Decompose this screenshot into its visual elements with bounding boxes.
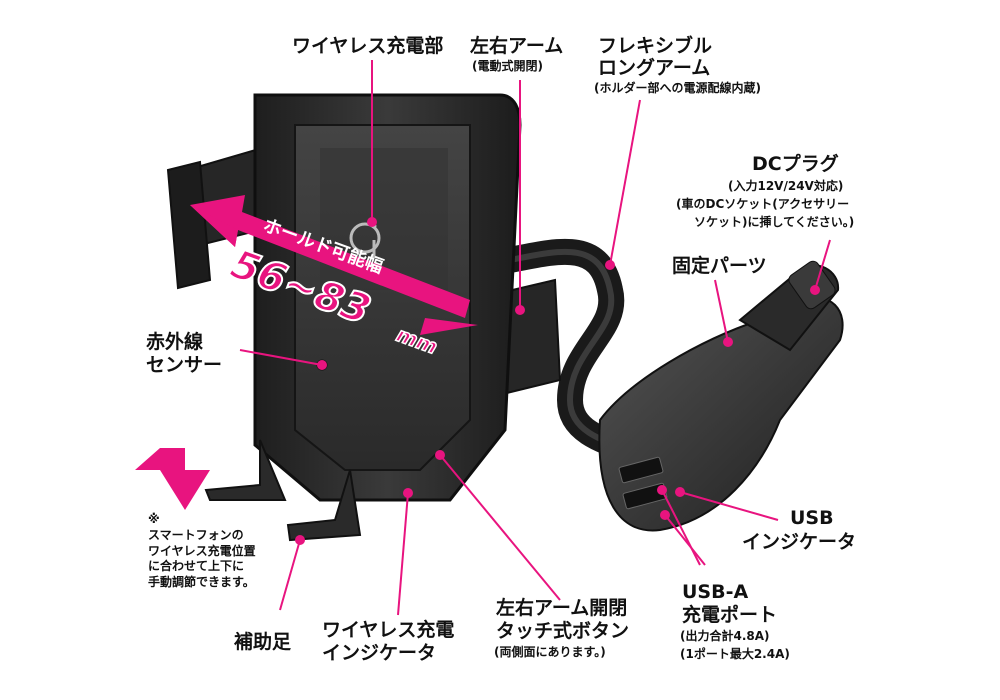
hold-range-arrow [190, 195, 478, 335]
label-usb-indicator-1: USB [790, 507, 834, 529]
dc-plug-body [598, 260, 844, 532]
adjust-down-arrow-icon [135, 448, 210, 510]
leader-usba-port-2 [664, 514, 706, 566]
note-line-4: 手動調節できます。 [148, 575, 255, 590]
label-ir-sensor-2: センサー [146, 354, 223, 376]
leader-touch-button [439, 454, 561, 601]
leader-wl-indicator [397, 492, 409, 616]
label-usba-sub2: (1ポート最大2.4A) [680, 647, 790, 661]
qi-logo-icon [349, 222, 381, 258]
label-flex-arm-2: ロングアーム [598, 57, 711, 79]
leader-fixing-parts [714, 279, 729, 343]
leader-usb-indicator [679, 491, 779, 521]
adjust-note: ※ スマートフォンの ワイヤレス充電位置 に合わせて上下に 手動調節できます。 [148, 512, 256, 591]
label-usb-indicator-2: インジケータ [742, 531, 857, 553]
label-touch-button-sub: (両側面にあります。) [494, 645, 606, 659]
note-line-2: ワイヤレス充電位置 [148, 543, 256, 558]
label-dc-plug: DCプラグ [752, 153, 839, 175]
note-line-1: スマートフォンの [148, 527, 244, 542]
label-touch-button-2: タッチ式ボタン [496, 620, 630, 642]
leader-aux-leg [279, 539, 301, 611]
leader-ir-sensor [239, 349, 323, 366]
leader-flex-arm [609, 99, 641, 266]
label-dc-plug-sub2: (車のDCソケット(アクセサリー [676, 197, 850, 211]
label-fixing-parts: 固定パーツ [672, 255, 767, 277]
label-wl-indicator-1: ワイヤレス充電 [322, 619, 455, 641]
aux-legs [204, 439, 362, 542]
label-usba-sub1: (出力合計4.8A) [680, 629, 770, 643]
label-wl-indicator-2: インジケータ [322, 642, 437, 664]
label-usba-2: 充電ポート [682, 604, 778, 626]
note-mark: ※ [148, 512, 160, 526]
label-flex-arm-1: フレキシブル [598, 35, 713, 57]
label-usba-1: USB-A [682, 581, 749, 603]
label-wireless-charger: ワイヤレス充電部 [292, 35, 444, 57]
label-dc-plug-sub1: (入力12V/24V対応) [728, 179, 844, 193]
label-lr-arm-sub: (電動式開閉) [472, 59, 543, 73]
label-lr-arm: 左右アーム [470, 35, 564, 57]
label-flex-arm-sub: (ホルダー部への電源配線内蔵) [594, 81, 761, 95]
label-aux-leg: 補助足 [234, 631, 292, 653]
label-ir-sensor-1: 赤外線 [146, 331, 204, 353]
leader-dc-plug [814, 239, 831, 291]
label-touch-button-1: 左右アーム開閉 [496, 597, 628, 619]
note-line-3: に合わせて上下に [148, 559, 245, 574]
leader-usba-port-1 [661, 489, 701, 566]
label-dc-plug-sub3: ソケット)に挿してください。) [694, 215, 855, 229]
